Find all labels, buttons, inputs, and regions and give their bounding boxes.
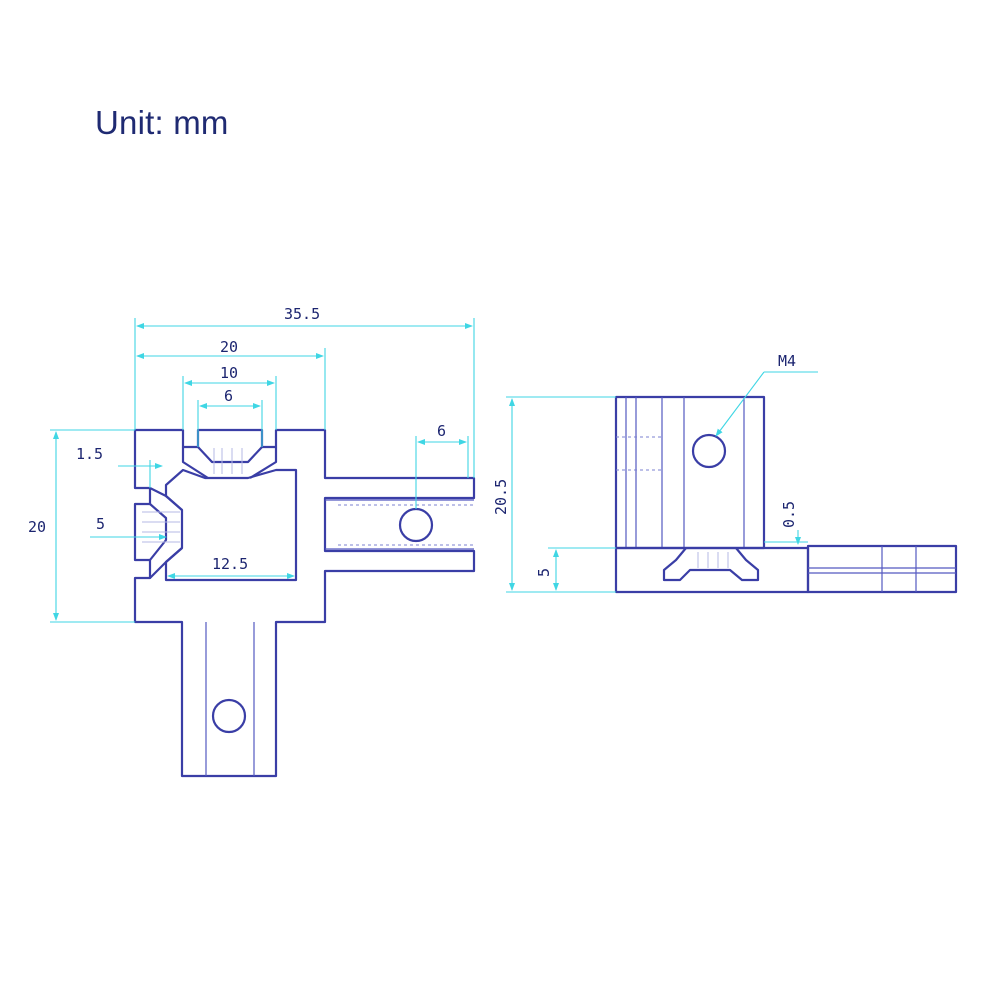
dim-gap: 0.5 xyxy=(780,501,798,528)
dim-height: 20 xyxy=(28,518,46,536)
bottom-arm-hole xyxy=(211,698,247,734)
bottom-arm-lines xyxy=(205,622,255,776)
right-arm-lines xyxy=(325,499,474,550)
side-arm-lines xyxy=(808,546,956,592)
dim-inner-width: 12.5 xyxy=(212,555,248,573)
dim-slot-outer: 10 xyxy=(220,364,238,382)
side-base-slot xyxy=(662,547,760,582)
left-slot-profile xyxy=(149,487,183,579)
dim-body-width: 20 xyxy=(220,338,238,356)
right-arm-hidden xyxy=(338,504,474,546)
top-slot-profile xyxy=(181,446,278,479)
side-view: M4 20.5 0.5 5 xyxy=(492,352,958,594)
side-upright-hidden xyxy=(616,436,662,471)
right-arm-hole xyxy=(398,507,434,543)
side-upright xyxy=(614,395,766,550)
dim-overall-width: 35.5 xyxy=(284,305,320,323)
side-arm xyxy=(806,544,958,594)
front-view: 35.5 20 10 6 6 1.5 5 20 12.5 xyxy=(28,305,476,778)
dim-side-slot: 5 xyxy=(96,515,105,533)
unit-label: Unit: mm xyxy=(95,104,229,141)
side-base-hatch xyxy=(697,552,729,568)
dim-arm-hole: 6 xyxy=(437,422,446,440)
dim-wall-thickness: 1.5 xyxy=(76,445,103,463)
dim-base: 5 xyxy=(535,568,553,577)
dim-thread: M4 xyxy=(778,352,796,370)
left-slot-hatch xyxy=(142,511,180,543)
front-body-outline xyxy=(133,428,476,778)
side-thread-hole xyxy=(691,433,727,469)
top-slot-hatch xyxy=(213,448,243,474)
dim-side-height: 20.5 xyxy=(492,479,510,515)
side-upright-lines xyxy=(625,397,745,548)
dim-slot-inner: 6 xyxy=(224,387,233,405)
